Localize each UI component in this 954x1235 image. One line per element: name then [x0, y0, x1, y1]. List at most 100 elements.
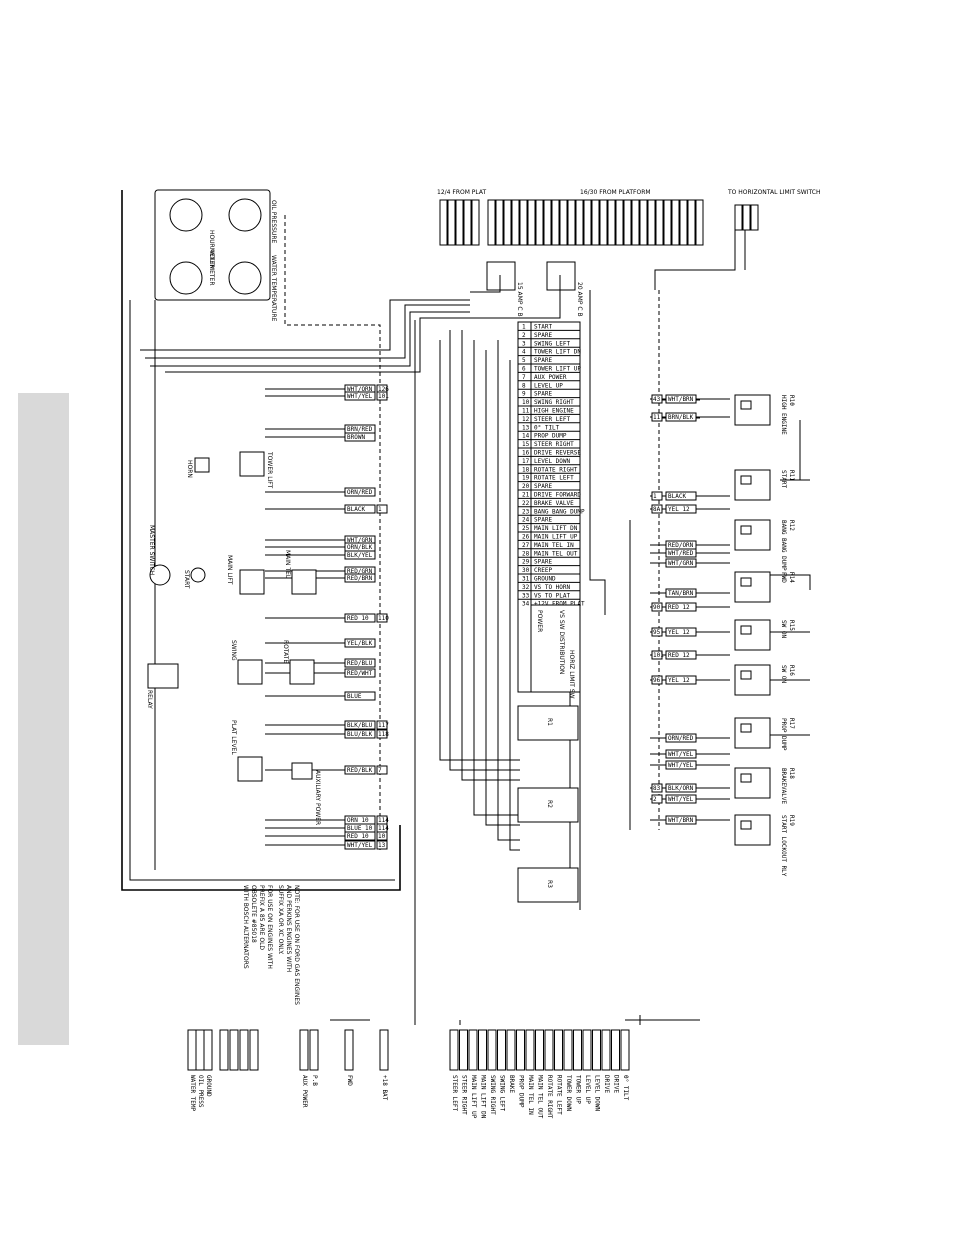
relay-box [734, 469, 771, 501]
right-wire-tag [665, 588, 697, 598]
relay-coil [740, 577, 752, 587]
bottom-right-label: TOWER UP [575, 1075, 582, 1104]
svg-text:START: START [183, 570, 190, 589]
ts-label: +12V FROM PLAT [534, 601, 585, 608]
bottom-right-plug [592, 1029, 601, 1071]
left-wire-color: RED/WHT [347, 670, 373, 677]
relay-id: R12 [788, 520, 795, 531]
bottom-left-plug [239, 1029, 249, 1071]
relay-id: R17 [788, 718, 795, 729]
top-plug-16 [495, 199, 504, 246]
bottom-right-label: STEER LEFT [451, 1075, 458, 1112]
right-wire-num-box [651, 675, 663, 685]
relay-name: SW ON [780, 620, 787, 638]
left-wire-tag [344, 487, 376, 497]
bottom-right-plug [620, 1029, 630, 1071]
header-plat12: 12/4 FROM PLAT [437, 189, 487, 196]
right-wire-tag [665, 627, 697, 637]
right-wire-tag [665, 491, 697, 501]
bottom-right-label: DRIVE [613, 1075, 620, 1093]
left-wire-num-box [376, 504, 388, 514]
left-wire-number: 126 [378, 386, 389, 393]
ts-number: 15 [522, 441, 530, 448]
ts-number: 34 [522, 601, 530, 608]
right-wire-color: WHT/RED [668, 550, 694, 557]
right-wire-number: 11 [653, 414, 661, 421]
svg-text:PLAT LEVEL: PLAT LEVEL [230, 720, 237, 755]
left-wire-tag [344, 729, 376, 739]
aux-power-valve: AUXILIARY POWER [291, 762, 321, 825]
bottom-left-plug [249, 1029, 259, 1071]
top-plug-limit [750, 204, 759, 231]
bottom-right-plug [611, 1029, 620, 1071]
bottom-right-plug [525, 1029, 535, 1071]
main-tel-valve: MAIN TEL [284, 550, 317, 595]
left-wire-tag [344, 658, 376, 668]
ts-number: 1 [522, 324, 526, 331]
tower-lift-valve: TOWER LIFT [239, 451, 273, 489]
ts-number: 16 [522, 450, 530, 457]
relay-box [734, 619, 771, 651]
right-wire-num-box [651, 491, 663, 501]
ts-label: TOWER LIFT UP [534, 366, 581, 373]
left-wire-number: 7 [378, 767, 382, 774]
top-plug-16 [615, 199, 624, 246]
ts-label: 0° TILT [534, 424, 560, 431]
ts-number: 14 [522, 433, 530, 440]
left-wire-color: WHT/GRN [347, 537, 373, 544]
oil-gauge-icon [169, 198, 203, 232]
bottom-left-plug [219, 1029, 229, 1071]
right-wire-color: WHT/GRN [668, 560, 694, 567]
bottom-right-label: BRAKE [508, 1075, 515, 1093]
left-wire-color: WHT/YEL [347, 393, 373, 400]
bottom-left-plug [229, 1029, 239, 1071]
ts-label: SPARE [534, 517, 552, 524]
ts-number: 9 [522, 391, 526, 398]
swing-valve: SWING [230, 640, 263, 685]
left-wire-tag [344, 765, 376, 775]
right-wire-tag [665, 548, 697, 558]
right-wire-num-box [651, 412, 663, 422]
relay-coil [740, 475, 752, 485]
svg-text:SWING: SWING [230, 640, 237, 661]
top-connectors [439, 199, 759, 246]
gauge-hour-label: HOURMETER [208, 230, 215, 268]
ts-number: 3 [522, 340, 526, 347]
bottom-left-label: P.B [311, 1075, 318, 1086]
left-wire-color: BLK/YEL [347, 552, 373, 559]
svg-text:15 AMP C B: 15 AMP C B [516, 282, 523, 317]
left-wire-num-box [376, 391, 388, 401]
ts-number: 11 [522, 408, 530, 415]
right-wire-num-box [651, 650, 663, 660]
right-wire-tag [665, 815, 697, 825]
ts-number: 26 [522, 534, 530, 541]
left-wire-color: RED 10 [347, 615, 369, 622]
right-wire-tag [665, 558, 697, 568]
right-wire-color: ORN/RED [668, 735, 694, 742]
header-plat16: 16/30 FROM PLATFORM [580, 189, 651, 196]
top-plug-16 [591, 199, 600, 246]
bottom-left-label: WATER TEMP [189, 1075, 196, 1112]
relay-id: R14 [788, 572, 795, 583]
relay-coil [740, 773, 752, 783]
left-wire-number: 117 [378, 722, 389, 729]
left-wire-color: WHT/ORN [347, 386, 373, 393]
left-wire-color: BRN/RED [347, 426, 373, 433]
right-wire-number: 1 [653, 493, 657, 500]
ts-label: PROP DUMP [534, 433, 567, 440]
ts-label: MAIN LIFT DN [534, 525, 578, 532]
top-plug-16 [671, 199, 680, 246]
plat-level-valve: PLAT LEVEL [230, 720, 263, 782]
ts-number: 12 [522, 416, 530, 423]
ts-label: BANG BANG DUMP [534, 508, 585, 515]
ts-label: CREEP [534, 567, 552, 574]
left-wire-tag [344, 831, 376, 841]
harness-lines [121, 190, 811, 1025]
bottom-right-label: ROTATE RIGHT [546, 1075, 553, 1119]
left-wire-num-box [376, 765, 388, 775]
ts-number: 30 [522, 567, 530, 574]
bottom-right-label: LEVEL UP [584, 1075, 591, 1104]
bottom-right-label: 0° TILT [622, 1075, 629, 1101]
ts-number: 33 [522, 592, 530, 599]
